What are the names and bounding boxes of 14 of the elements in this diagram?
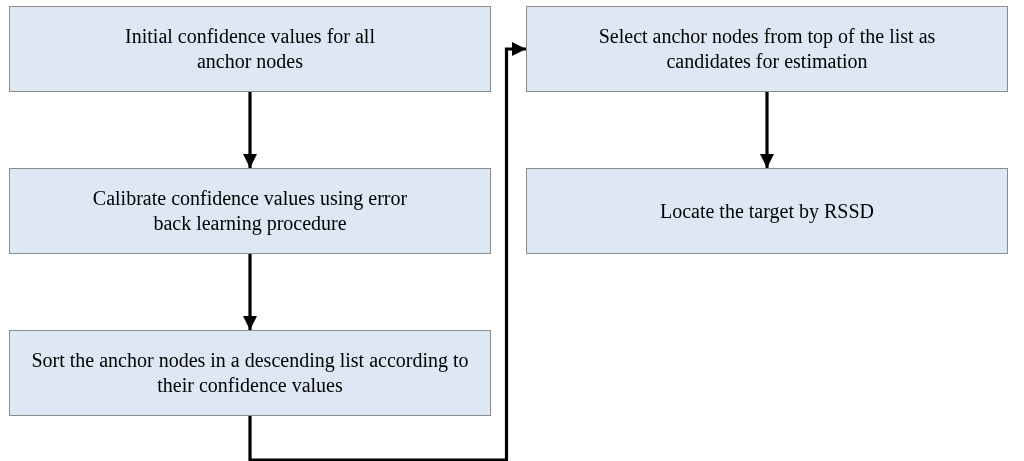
process-box — [526, 6, 1008, 92]
arrow — [759, 92, 775, 168]
box-text: Calibrate confidence values using error back learning procedure — [91, 186, 409, 236]
process-box — [9, 330, 491, 416]
box-text: Initial confidence values for all anchor nodes — [124, 24, 376, 74]
process-box — [9, 168, 491, 254]
process-box — [526, 168, 1008, 254]
box-text: Select anchor nodes from top of the list as candidates for estimation — [597, 24, 937, 74]
arrow — [248, 41, 526, 461]
box-text: Sort the anchor nodes in a descending list according to their confidence values — [30, 348, 470, 398]
arrow — [242, 92, 258, 168]
process-box — [9, 6, 491, 92]
arrow — [242, 254, 258, 330]
box-text: Locate the target by RSSD — [659, 198, 874, 224]
